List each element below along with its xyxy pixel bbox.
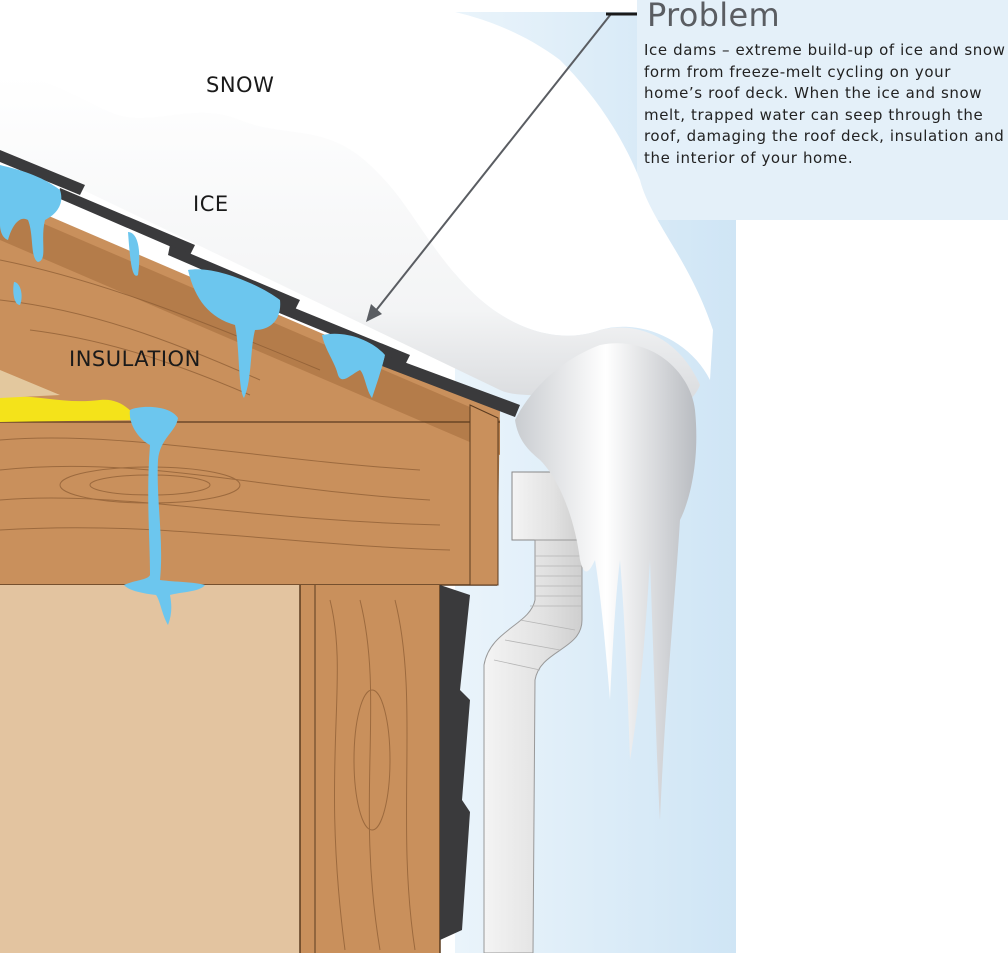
- snow-mass: [0, 12, 713, 380]
- problem-callout: Problem Ice dams – extreme build-up of i…: [637, 0, 1008, 220]
- icicles: [515, 343, 697, 820]
- fascia: [469, 404, 499, 586]
- snow-shadow: [0, 74, 700, 413]
- callout-arrowhead: [366, 304, 382, 322]
- melt-water: [0, 165, 385, 625]
- insulation-fill: [0, 396, 140, 422]
- callout-leader: [369, 13, 612, 319]
- label-insulation: INSULATION: [69, 347, 201, 371]
- wall: [0, 585, 300, 953]
- label-ice: ICE: [193, 192, 229, 216]
- siding: [440, 585, 470, 940]
- callout-background: [637, 0, 1008, 220]
- callout-title: Problem: [647, 0, 780, 34]
- downspout: [483, 539, 583, 953]
- callout-body: Ice dams – extreme build-up of ice and s…: [644, 41, 1006, 167]
- label-snow: SNOW: [206, 73, 275, 97]
